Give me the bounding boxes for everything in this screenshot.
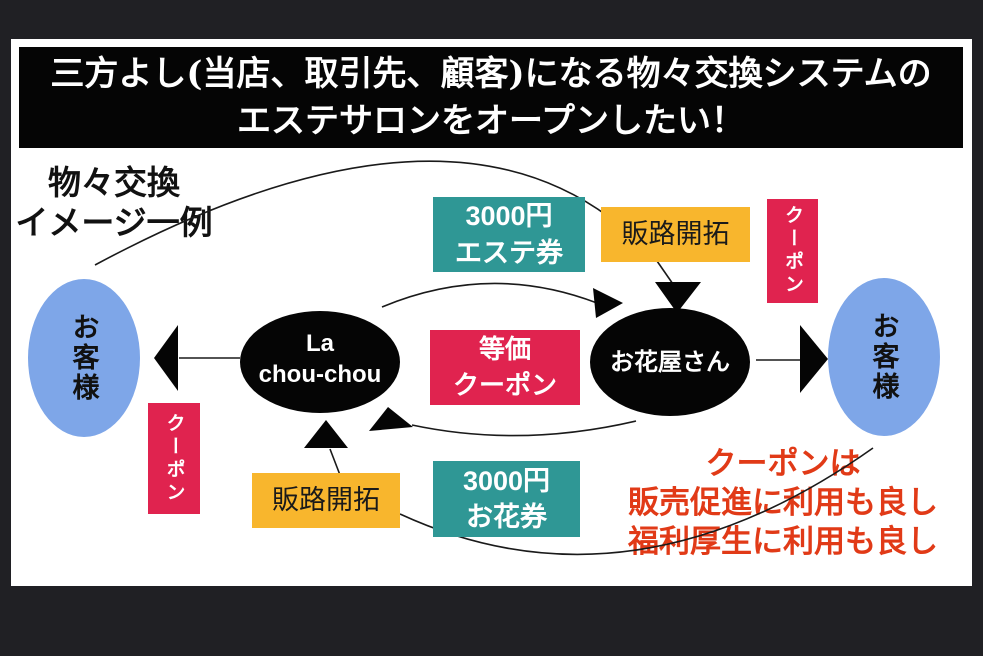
arrowhead-into-salon-left	[304, 420, 348, 448]
title-banner: 三方よし(当店、取引先、顧客)になる物々交換システムの エステサロンをオープンし…	[19, 47, 963, 148]
este-ticket-line-1: 3000円	[465, 201, 553, 232]
coupon-right-label: クーポン	[782, 205, 803, 297]
slide-sheet: 三方よし(当店、取引先、顧客)になる物々交換システムの エステサロンをオープンし…	[11, 39, 972, 586]
subtitle-line-1: 物々交換	[48, 164, 180, 201]
salon-label-line-2: chou-chou	[258, 361, 382, 389]
coupon-right-box: クーポン	[767, 199, 818, 303]
arrowhead-into-customer-right	[800, 325, 828, 393]
equal-coupon-line-1: 等価	[478, 334, 531, 365]
arrowhead-into-florist-top	[655, 282, 701, 313]
line-sales-top-to-florist	[656, 260, 676, 288]
sales-channel-bottom-box: 販路開拓	[252, 473, 400, 528]
note-line-2: 販売促進に利用も良し	[628, 484, 938, 520]
salon-label: La chou-chou	[240, 328, 400, 390]
line-sales-bottom-to-salon	[329, 448, 341, 476]
este-ticket-line-2: エステ券	[455, 237, 563, 268]
coupon-left-label: クーポン	[163, 412, 185, 505]
customer-right-label: お客様	[868, 312, 899, 402]
sales-channel-top-label: 販路開拓	[621, 219, 730, 250]
arrowhead-into-customer-left	[154, 325, 178, 391]
subtitle-line-2: イメージ一例	[15, 203, 213, 241]
note-line-3: 福利厚生に利用も良し	[628, 523, 938, 559]
customer-left-label: お客様	[68, 313, 99, 403]
sales-channel-top-box: 販路開拓	[601, 207, 750, 262]
equal-coupon-box: 等価 クーポン	[430, 330, 580, 405]
curve-salon-to-florist	[381, 282, 598, 308]
flower-ticket-box: 3000円 お花券	[433, 461, 580, 537]
sales-channel-bottom-label: 販路開拓	[272, 485, 380, 516]
flower-ticket-line-2: お花券	[466, 502, 547, 532]
flower-ticket-line-1: 3000円	[462, 465, 551, 496]
coupon-note: クーポンは 販売促進に利用も良し 福利厚生に利用も良し	[600, 445, 966, 561]
coupon-left-box: クーポン	[148, 403, 200, 514]
curve-florist-to-salon	[411, 420, 637, 437]
arrowhead-into-salon-right	[369, 407, 413, 431]
title-line-2: エステサロンをオープンしたい！	[237, 100, 745, 141]
este-ticket-box: 3000円 エステ券	[433, 197, 585, 272]
arrowhead-into-florist-left	[593, 288, 623, 318]
diagram-subtitle: 物々交換 イメージ一例	[12, 163, 216, 242]
note-line-1: クーポンは	[705, 446, 861, 481]
salon-label-line-1: La	[305, 330, 334, 357]
title-line-1: 三方よし(当店、取引先、顧客)になる物々交換システムの	[50, 53, 932, 94]
equal-coupon-line-2: クーポン	[452, 369, 557, 400]
florist-label: お花屋さん	[610, 349, 730, 376]
